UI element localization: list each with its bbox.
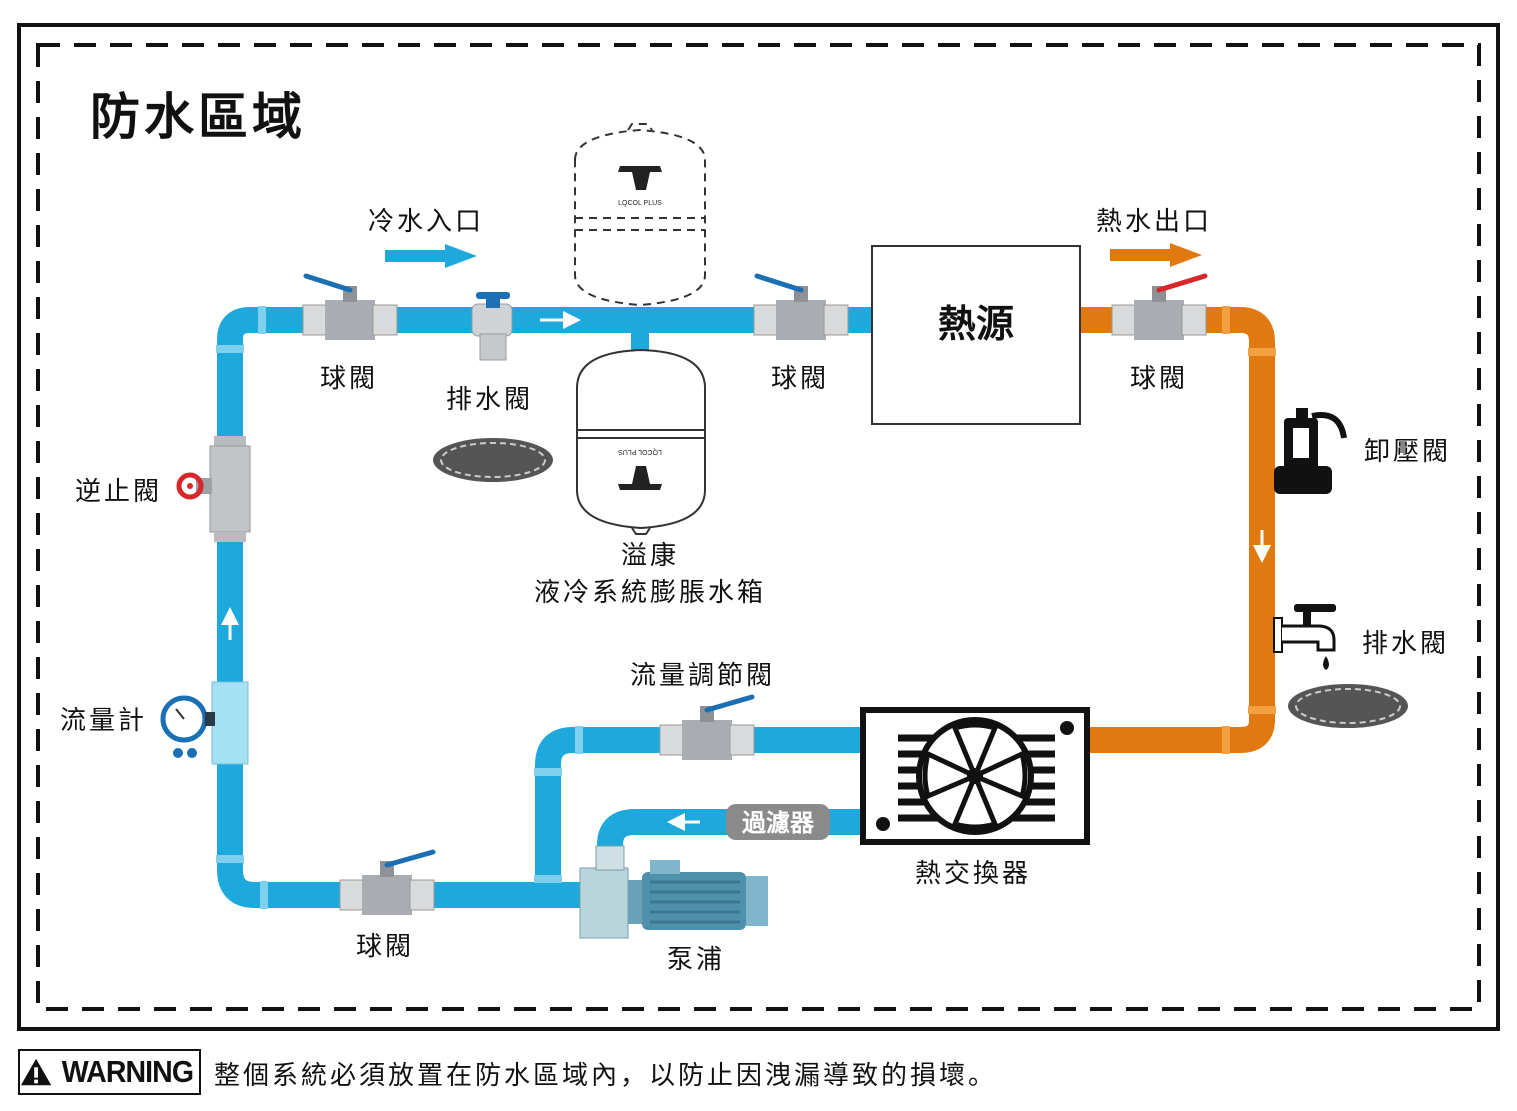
relief-valve-label: 卸壓閥 — [1364, 437, 1451, 467]
flow-regulating-valve-label: 流量調節閥 — [630, 661, 775, 691]
ball-valve-2[interactable] — [753, 273, 849, 340]
heat-source-label: 熱源 — [938, 301, 1014, 346]
hot-outlet-label: 熱水出口 — [1096, 207, 1212, 237]
drain-valve-cold[interactable] — [471, 292, 513, 361]
zone-title: 防水區域 — [90, 87, 306, 146]
warning-badge-text: WARNING — [61, 1054, 194, 1089]
cold-inlet-arrow — [385, 244, 477, 268]
flow-meter-icon[interactable] — [160, 681, 249, 765]
drain-valve-hot-label: 排水閥 — [1362, 629, 1449, 659]
check-valve-label: 逆止閥 — [75, 477, 162, 507]
outer-frame — [17, 23, 1500, 1031]
heat-source-box[interactable] — [871, 245, 1081, 425]
pump-label: 泵浦 — [667, 945, 725, 975]
floor-drain-2-icon — [1288, 684, 1408, 728]
tank-name-2-label: 液冷系統膨脹水箱 — [534, 578, 766, 608]
hot-pipe-joints — [1222, 306, 1276, 754]
filter[interactable]: 過濾器 — [726, 804, 830, 840]
check-valve[interactable] — [176, 436, 251, 542]
tank-brand-bottom: LQCOL PLUS — [618, 448, 662, 455]
ball-valve-2-label: 球閥 — [771, 364, 829, 394]
heat-exchanger-label: 熱交換器 — [915, 859, 1031, 889]
flow-arrows — [221, 311, 1271, 831]
hot-outlet-arrow — [1110, 243, 1202, 267]
expansion-tank-ghost — [574, 123, 706, 307]
floor-drain-1-icon — [433, 438, 553, 482]
tank-name-1-label: 溢康 — [621, 541, 679, 571]
warning-message: 整個系統必須放置在防水區域內，以防止因洩漏導致的損壞。 — [214, 1061, 998, 1091]
drain-valve-hot-icon[interactable] — [1273, 604, 1336, 670]
warning-badge: WARNING — [18, 1049, 201, 1095]
drain-valve-cold-label: 排水閥 — [446, 385, 533, 415]
expansion-tank[interactable]: LQCOL PLUS — [576, 332, 706, 535]
waterproof-zone-border — [36, 43, 1481, 1011]
warning-icon — [20, 1058, 52, 1086]
filter-label: 過濾器 — [742, 808, 815, 837]
ball-valve-4-label: 球閥 — [356, 932, 414, 962]
ball-valve-3-label: 球閥 — [1130, 364, 1188, 394]
pipe-joints — [216, 306, 583, 909]
tank-logo-top-icon: LQCOL PLUS — [618, 166, 662, 207]
heat-exchanger[interactable] — [860, 707, 1090, 845]
flow-meter-label: 流量計 — [60, 706, 147, 736]
cold-inlet-label: 冷水入口 — [368, 207, 484, 237]
ball-valve-1-label: 球閥 — [320, 364, 378, 394]
labels: 冷水入口 熱水出口 球閥 排水閥 球閥 球閥 逆止閥 卸壓閥 排水閥 溢康 液冷… — [60, 207, 1451, 975]
flow-regulating-valve[interactable] — [659, 694, 755, 760]
ball-valve-4[interactable] — [339, 849, 436, 915]
relief-valve-icon[interactable] — [1274, 408, 1347, 494]
tank-brand-top: LQCOL PLUS — [618, 200, 662, 207]
ball-valve-3-hot[interactable] — [1111, 273, 1208, 340]
pump[interactable] — [579, 845, 768, 939]
ball-valve-1[interactable] — [302, 273, 398, 340]
cold-pipes — [217, 307, 872, 908]
